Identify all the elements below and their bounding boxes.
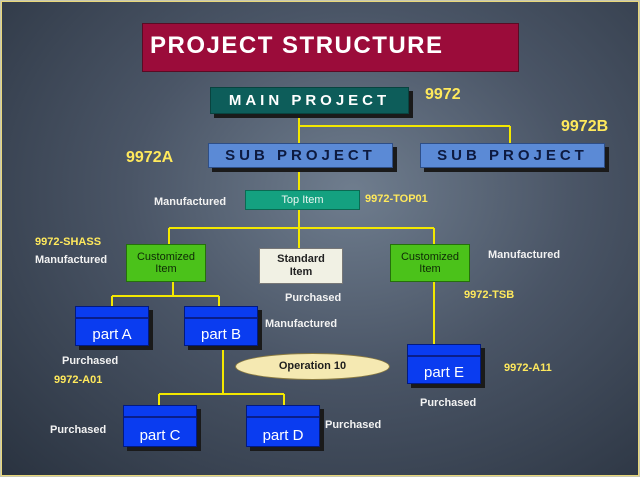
part-e-note: Purchased	[420, 397, 477, 409]
sub-project-b-code: 9972B	[561, 118, 609, 135]
main-project-box: MAIN PROJECT	[210, 87, 409, 114]
sub-project-b-box: SUB PROJECT	[420, 143, 605, 168]
part-c-label: part C	[139, 427, 181, 444]
part-d-label: part D	[262, 427, 304, 444]
part-d-note: Purchased	[325, 419, 382, 431]
customized-item-left: Customized Item	[126, 244, 206, 282]
part-b-note: Manufactured	[265, 318, 338, 330]
sub-project-a-code: 9972A	[126, 149, 174, 166]
part-a-note: Purchased	[62, 355, 119, 367]
part-e-box: part E	[407, 344, 481, 384]
main-project-code: 9972	[425, 86, 461, 103]
customized-right-line2: Item	[419, 263, 441, 275]
part-b-box: part B	[184, 306, 258, 346]
sub-project-a-box: SUB PROJECT	[208, 143, 393, 168]
part-d-band	[247, 416, 319, 418]
customized-left-note: Manufactured	[35, 254, 108, 266]
customized-right-line1: Customized	[400, 251, 460, 263]
customized-left-line1: Customized	[136, 251, 196, 263]
standard-item-note: Purchased	[285, 292, 342, 304]
standard-item-line1: Standard	[277, 253, 325, 265]
customized-left-line2: Item	[155, 263, 177, 275]
part-a-box: part A	[75, 306, 149, 346]
part-a-band	[76, 317, 148, 319]
standard-item-line2: Item	[289, 266, 313, 278]
customized-item-right: Customized Item	[390, 244, 470, 282]
top-item-code: 9972-TOP01	[365, 193, 428, 205]
part-a-code: 9972-A01	[54, 374, 103, 386]
part-d-box: part D	[246, 405, 320, 447]
customized-left-code: 9972-SHASS	[35, 236, 102, 248]
part-a-label: part A	[92, 326, 132, 343]
part-b-band	[185, 317, 257, 319]
page-title: PROJECT STRUCTURE	[150, 32, 444, 59]
standard-item-box: Standard Item	[259, 248, 343, 284]
title-banner	[142, 23, 519, 72]
part-e-code: 9972-A11	[504, 362, 552, 374]
part-c-box: part C	[123, 405, 197, 447]
customized-right-note: Manufactured	[488, 249, 561, 261]
customized-right-code: 9972-TSB	[464, 289, 515, 301]
part-e-label: part E	[423, 364, 465, 381]
part-e-band	[408, 355, 480, 357]
part-c-band	[124, 416, 196, 418]
operation-ellipse: Operation 10	[235, 353, 390, 380]
part-b-label: part B	[200, 326, 242, 343]
top-item-note: Manufactured	[154, 196, 227, 208]
top-item-box: Top Item	[245, 190, 360, 210]
part-c-note: Purchased	[50, 424, 107, 436]
